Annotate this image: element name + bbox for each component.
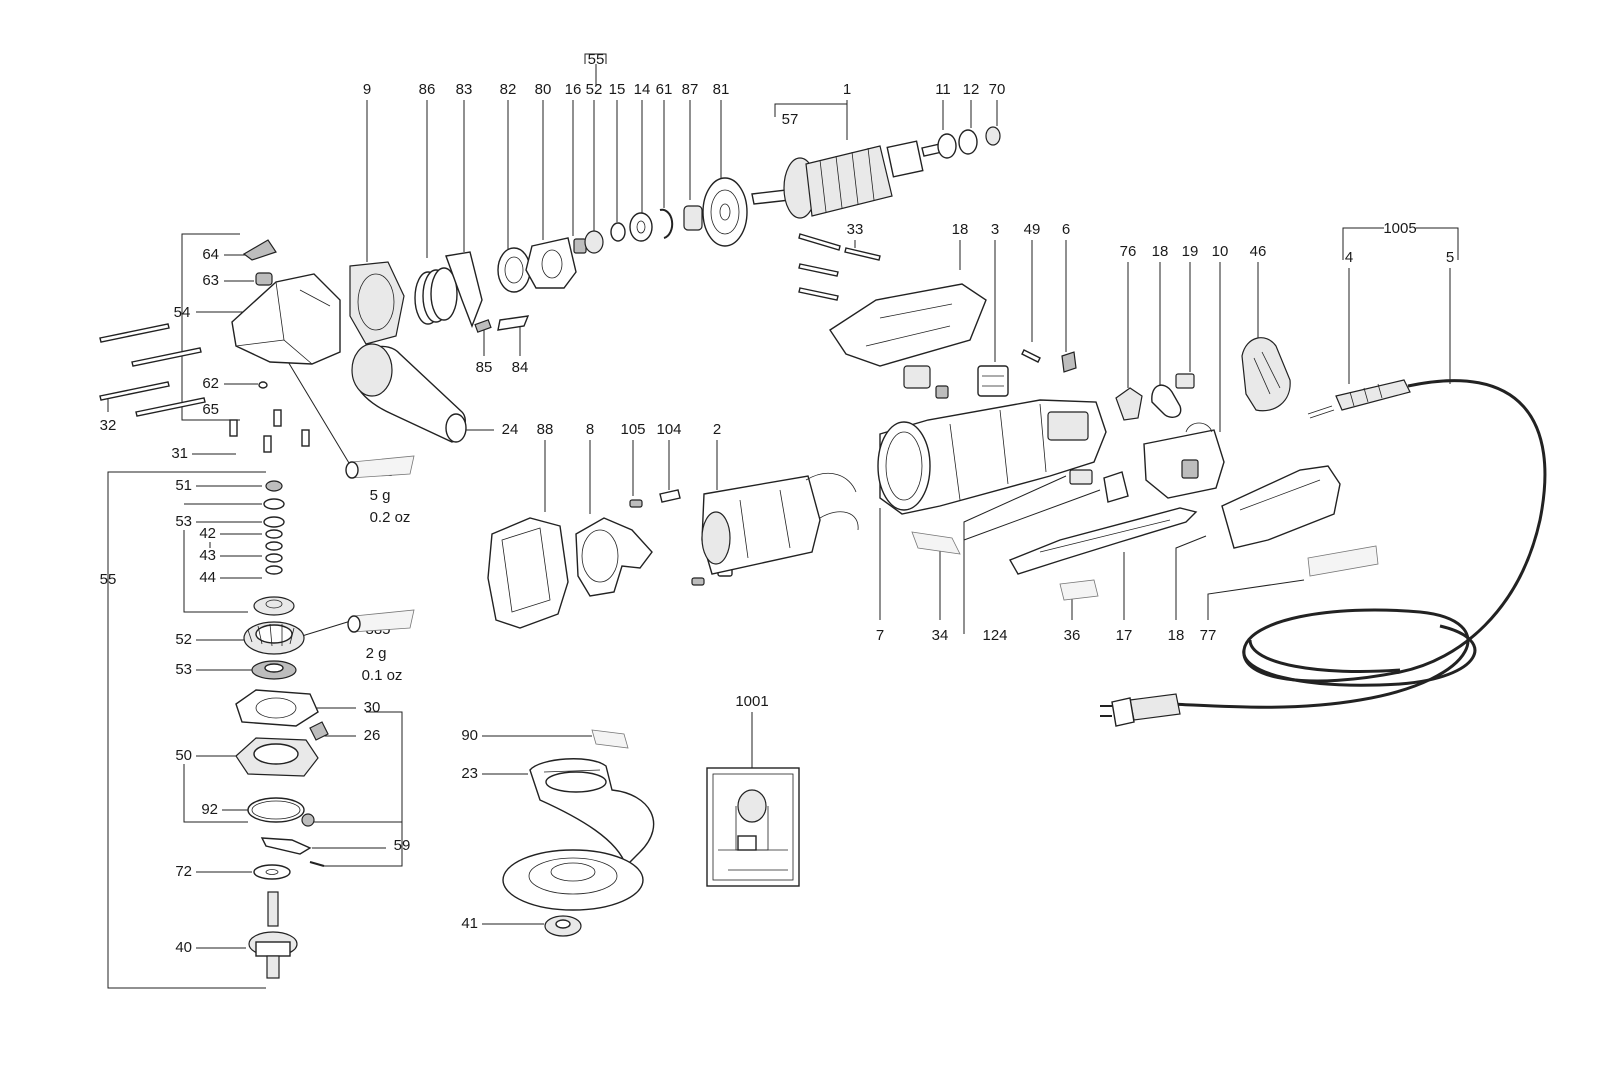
top-row-parts bbox=[349, 126, 1001, 345]
label-1001: 1001 bbox=[735, 693, 768, 710]
grease-880-weight: 5 g bbox=[370, 487, 391, 504]
label-5: 5 bbox=[1446, 249, 1454, 266]
label-80: 80 bbox=[535, 81, 552, 98]
label-87: 87 bbox=[682, 81, 699, 98]
label-65: 65 bbox=[202, 401, 219, 418]
label-18-bottom: 18 bbox=[1168, 627, 1185, 644]
grease-885-weight: 2 g bbox=[366, 645, 387, 662]
label-1: 1 bbox=[843, 81, 851, 98]
middle-parts bbox=[487, 233, 1379, 629]
top-row-labels: 55 9 86 83 82 80 16 52 15 14 61 87 81 1 … bbox=[363, 51, 1006, 262]
label-1005: 1005 bbox=[1383, 220, 1416, 237]
armature-1 bbox=[751, 140, 943, 219]
label-55-left: 55 bbox=[100, 571, 117, 588]
label-46: 46 bbox=[1250, 243, 1267, 260]
label-77: 77 bbox=[1200, 627, 1217, 644]
label-104: 104 bbox=[656, 421, 681, 438]
label-11: 11 bbox=[935, 81, 951, 98]
label-34: 34 bbox=[932, 627, 949, 644]
label-44: 44 bbox=[199, 569, 216, 586]
label-105: 105 bbox=[620, 421, 645, 438]
label-8: 8 bbox=[586, 421, 594, 438]
label-85: 85 bbox=[476, 359, 493, 376]
label-15: 15 bbox=[609, 81, 626, 98]
label-19: 19 bbox=[1182, 243, 1199, 260]
label-83: 83 bbox=[456, 81, 473, 98]
label-14: 14 bbox=[634, 81, 651, 98]
label-33: 33 bbox=[847, 221, 864, 238]
label-24: 24 bbox=[502, 421, 519, 438]
label-59: 59 bbox=[394, 837, 411, 854]
label-72: 72 bbox=[175, 863, 192, 880]
label-92: 92 bbox=[201, 801, 218, 818]
label-53-top: 53 bbox=[175, 513, 192, 530]
label-3: 3 bbox=[991, 221, 999, 238]
label-81: 81 bbox=[713, 81, 730, 98]
spindle-stack-labels: 55 51 53 42 43 44 52 885 2 g 0.1 oz 53 3… bbox=[100, 471, 411, 989]
bottom-middle-parts bbox=[502, 729, 800, 937]
label-52-top: 52 bbox=[586, 81, 603, 98]
label-17: 17 bbox=[1116, 627, 1133, 644]
label-41: 41 bbox=[461, 915, 478, 932]
label-16: 16 bbox=[565, 81, 582, 98]
grease-880-oz: 0.2 oz bbox=[370, 509, 411, 526]
label-2: 2 bbox=[713, 421, 721, 438]
label-4: 4 bbox=[1345, 249, 1353, 266]
label-84: 84 bbox=[512, 359, 529, 376]
label-12: 12 bbox=[963, 81, 980, 98]
label-124: 124 bbox=[982, 627, 1007, 644]
label-76: 76 bbox=[1120, 243, 1137, 260]
label-62: 62 bbox=[202, 375, 219, 392]
label-23: 23 bbox=[461, 765, 478, 782]
label-30: 30 bbox=[364, 699, 381, 716]
cable-labels: 1005 4 5 76 18 19 10 46 bbox=[1120, 220, 1459, 432]
label-6: 6 bbox=[1062, 221, 1070, 238]
label-90: 90 bbox=[461, 727, 478, 744]
label-52-left: 52 bbox=[175, 631, 192, 648]
label-57: 57 bbox=[782, 111, 799, 128]
label-64: 64 bbox=[202, 246, 219, 263]
label-9: 9 bbox=[363, 81, 371, 98]
bottom-middle-labels: 90 23 41 1001 bbox=[461, 693, 768, 932]
middle-labels: 88 8 105 104 2 33 18 3 49 6 7 34 124 36 … bbox=[537, 221, 1305, 644]
label-18-top: 18 bbox=[952, 221, 969, 238]
label-10: 10 bbox=[1212, 243, 1229, 260]
label-40: 40 bbox=[175, 939, 192, 956]
label-36: 36 bbox=[1064, 627, 1081, 644]
label-55-top: 55 bbox=[588, 51, 605, 68]
label-51: 51 bbox=[175, 477, 192, 494]
cable-parts bbox=[1100, 379, 1547, 727]
left-gearcase-parts bbox=[99, 239, 467, 479]
label-61: 61 bbox=[656, 81, 673, 98]
spring-86 bbox=[414, 267, 458, 325]
label-53-mid: 53 bbox=[175, 661, 192, 678]
label-86: 86 bbox=[419, 81, 436, 98]
grease-885-oz: 0.1 oz bbox=[362, 667, 403, 684]
label-26: 26 bbox=[364, 727, 381, 744]
label-82: 82 bbox=[500, 81, 517, 98]
spindle-stack-parts bbox=[235, 480, 415, 979]
label-43: 43 bbox=[199, 547, 216, 564]
label-54: 54 bbox=[174, 304, 191, 321]
label-63: 63 bbox=[202, 272, 219, 289]
label-42: 42 bbox=[199, 525, 216, 542]
label-32: 32 bbox=[100, 417, 117, 434]
label-50: 50 bbox=[175, 747, 192, 764]
label-49: 49 bbox=[1024, 221, 1041, 238]
label-70: 70 bbox=[989, 81, 1006, 98]
label-88: 88 bbox=[537, 421, 554, 438]
label-7: 7 bbox=[876, 627, 884, 644]
label-31: 31 bbox=[171, 445, 188, 462]
label-18-mid: 18 bbox=[1152, 243, 1169, 260]
